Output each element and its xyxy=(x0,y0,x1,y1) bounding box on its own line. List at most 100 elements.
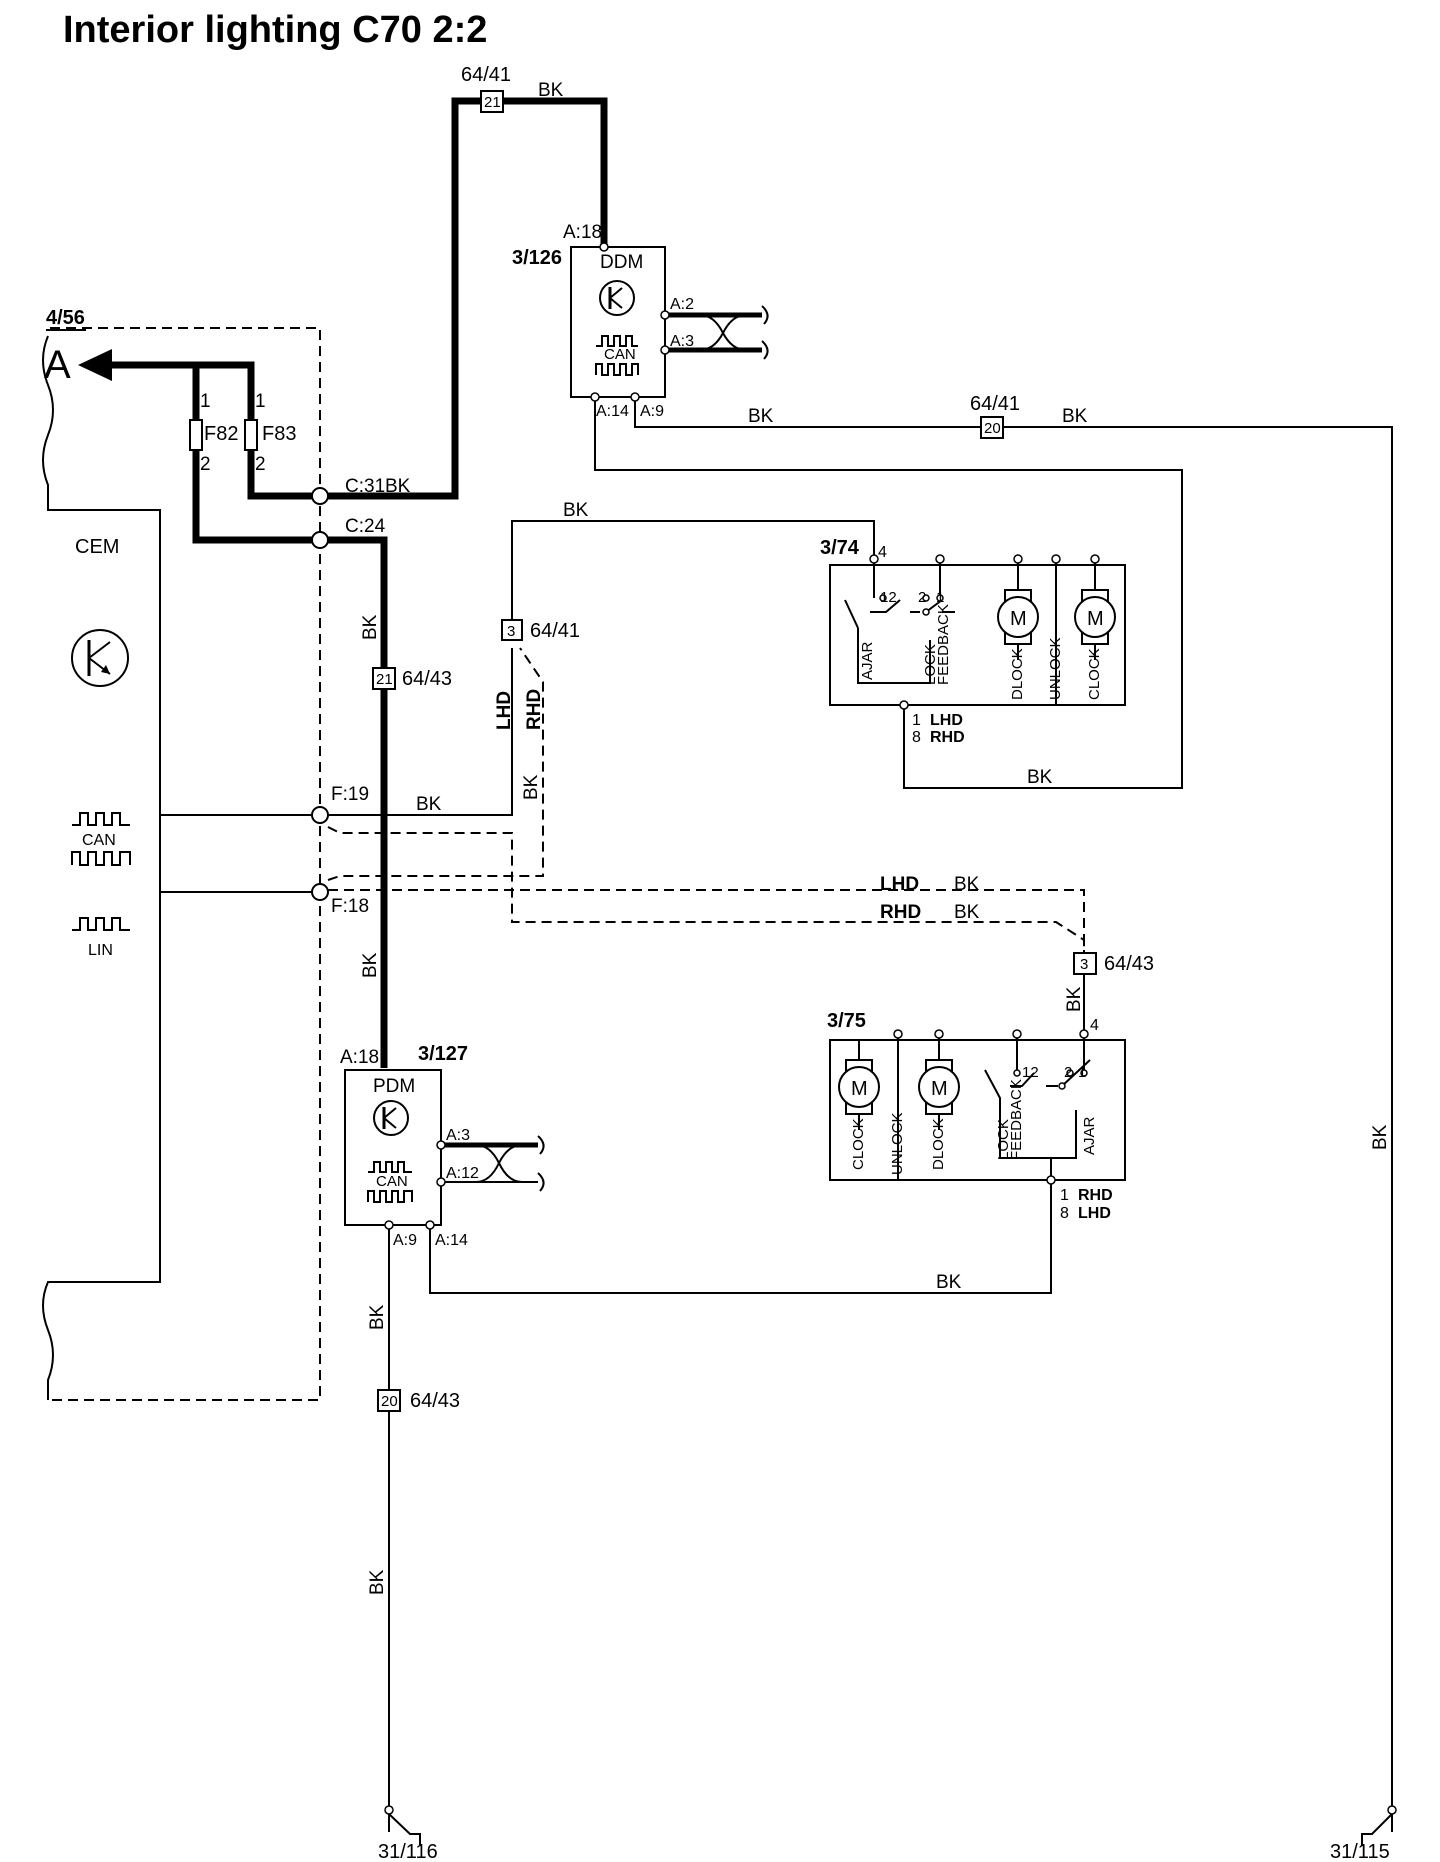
svg-text:UNLOCK: UNLOCK xyxy=(1047,637,1064,700)
svg-text:3/74: 3/74 xyxy=(820,537,860,559)
svg-text:BK: BK xyxy=(360,952,381,978)
svg-text:DDM: DDM xyxy=(600,252,643,273)
svg-text:8: 8 xyxy=(1060,1205,1069,1222)
svg-text:A:3: A:3 xyxy=(446,1127,470,1144)
svg-text:2: 2 xyxy=(918,589,926,606)
svg-text:2: 2 xyxy=(255,454,266,475)
svg-text:2: 2 xyxy=(1064,1064,1072,1081)
svg-text:A:9: A:9 xyxy=(640,403,664,420)
svg-text:BK: BK xyxy=(521,774,542,800)
svg-text:CAN: CAN xyxy=(376,1173,408,1190)
svg-text:C:31: C:31 xyxy=(345,476,385,497)
svg-text:AJAR: AJAR xyxy=(1081,1116,1098,1155)
svg-text:64/41: 64/41 xyxy=(970,393,1020,415)
svg-text:LHD: LHD xyxy=(494,691,515,730)
svg-text:BK: BK xyxy=(538,80,564,101)
svg-text:A:3: A:3 xyxy=(670,333,694,350)
lock-left-motor-1: M DLOCK xyxy=(997,563,1039,700)
fuse-f82-label: F82 xyxy=(204,423,238,445)
cem-module: 4/56 A CEM CAN LIN xyxy=(42,307,321,1401)
svg-text:BK: BK xyxy=(563,500,589,521)
node-c24 xyxy=(311,531,329,549)
svg-text:LOCK: LOCK xyxy=(995,1119,1012,1160)
svg-text:31/115: 31/115 xyxy=(1330,1841,1390,1862)
node-c31 xyxy=(311,487,329,505)
svg-text:RHD: RHD xyxy=(524,689,545,730)
svg-text:1: 1 xyxy=(1060,1187,1069,1204)
svg-text:4: 4 xyxy=(1090,1017,1099,1034)
wire-c24-pdm xyxy=(322,536,388,1068)
svg-text:31/116: 31/116 xyxy=(378,1841,438,1862)
wire-ddm-lock-left xyxy=(594,401,1183,789)
svg-text:3: 3 xyxy=(507,623,515,640)
svg-text:RHD: RHD xyxy=(1078,1187,1113,1204)
svg-text:1: 1 xyxy=(200,391,211,412)
svg-text:20: 20 xyxy=(984,420,1001,437)
svg-text:BK: BK xyxy=(1027,767,1053,788)
wire-c31-ddm xyxy=(322,97,608,500)
svg-text:A:14: A:14 xyxy=(596,403,629,420)
svg-text:F:19: F:19 xyxy=(331,784,369,805)
svg-text:3/127: 3/127 xyxy=(418,1043,468,1065)
wire-f19-lhd xyxy=(328,648,513,816)
svg-text:1: 1 xyxy=(255,391,266,412)
ground-31-115: 31/115 xyxy=(1330,1805,1397,1862)
svg-text:2: 2 xyxy=(200,454,211,475)
svg-text:BK: BK xyxy=(416,794,442,815)
svg-text:M: M xyxy=(851,1078,868,1100)
connector-a-label: A xyxy=(44,343,71,387)
svg-text:AJAR: AJAR xyxy=(859,641,876,680)
svg-text:64/41: 64/41 xyxy=(530,620,580,642)
svg-text:LHD: LHD xyxy=(1078,1205,1111,1222)
connector-6441-mid xyxy=(980,416,1004,439)
svg-text:1: 1 xyxy=(912,712,921,729)
ddm-transistor-icon xyxy=(599,280,635,316)
cem-lin-label: LIN xyxy=(88,942,113,959)
svg-text:3: 3 xyxy=(1080,956,1088,973)
node-f19 xyxy=(311,806,329,824)
wire-f18-lhd xyxy=(328,889,1085,955)
wire-6441-lock-left xyxy=(511,520,875,620)
svg-text:A:2: A:2 xyxy=(670,296,694,313)
svg-text:64/41: 64/41 xyxy=(461,64,511,86)
cem-transistor-icon xyxy=(71,629,129,687)
fuse-f82: 1 2 F82 xyxy=(189,365,322,544)
svg-text:DLOCK: DLOCK xyxy=(1009,648,1026,700)
svg-text:8: 8 xyxy=(912,729,921,746)
pdm-can-icon: CAN xyxy=(367,1161,413,1203)
svg-text:BK: BK xyxy=(367,1304,388,1330)
fuse-f83: 1 2 F83 xyxy=(196,361,322,500)
svg-text:BK: BK xyxy=(936,1272,962,1293)
pdm-module: 3/127 PDM A:18 CAN A:3 A:12 A:9 A:14 xyxy=(340,1043,479,1249)
ddm-can-icon: CAN xyxy=(595,335,639,376)
svg-text:64/43: 64/43 xyxy=(1104,953,1154,975)
lock-left-motor-2: M CLOCK xyxy=(1074,563,1116,700)
svg-text:LHD: LHD xyxy=(880,874,919,895)
svg-text:M: M xyxy=(1010,608,1027,630)
svg-text:20: 20 xyxy=(381,1393,398,1410)
connector-6441-top xyxy=(480,90,504,113)
svg-text:21: 21 xyxy=(376,671,393,688)
svg-text:BK: BK xyxy=(367,1569,388,1595)
svg-text:PDM: PDM xyxy=(373,1076,415,1097)
cem-can-label: CAN xyxy=(82,832,116,849)
cem-can-icon: CAN xyxy=(71,812,131,866)
lock-right-motor-2: M DLOCK xyxy=(918,1038,960,1170)
diagram-title: Interior lighting C70 2:2 xyxy=(63,9,487,51)
svg-text:BK: BK xyxy=(954,902,980,923)
svg-text:BK: BK xyxy=(385,476,411,497)
svg-text:BK: BK xyxy=(1370,1124,1391,1150)
svg-text:CLOCK: CLOCK xyxy=(1086,648,1103,700)
svg-text:RHD: RHD xyxy=(880,902,921,923)
lock-right: 3/75 4 M CLOCK UNLOCK M DLOCK xyxy=(827,1010,1126,1222)
svg-text:A:12: A:12 xyxy=(446,1165,479,1182)
wire-f18-rhd xyxy=(327,647,544,881)
svg-text:3/75: 3/75 xyxy=(827,1010,866,1032)
svg-text:M: M xyxy=(1087,608,1104,630)
svg-text:LOCK: LOCK xyxy=(922,644,939,685)
svg-text:BK: BK xyxy=(748,406,774,427)
wire-ddm-ground xyxy=(634,401,1393,1832)
cem-lin-icon: LIN xyxy=(72,917,130,959)
pdm-transistor-icon xyxy=(373,1100,409,1136)
